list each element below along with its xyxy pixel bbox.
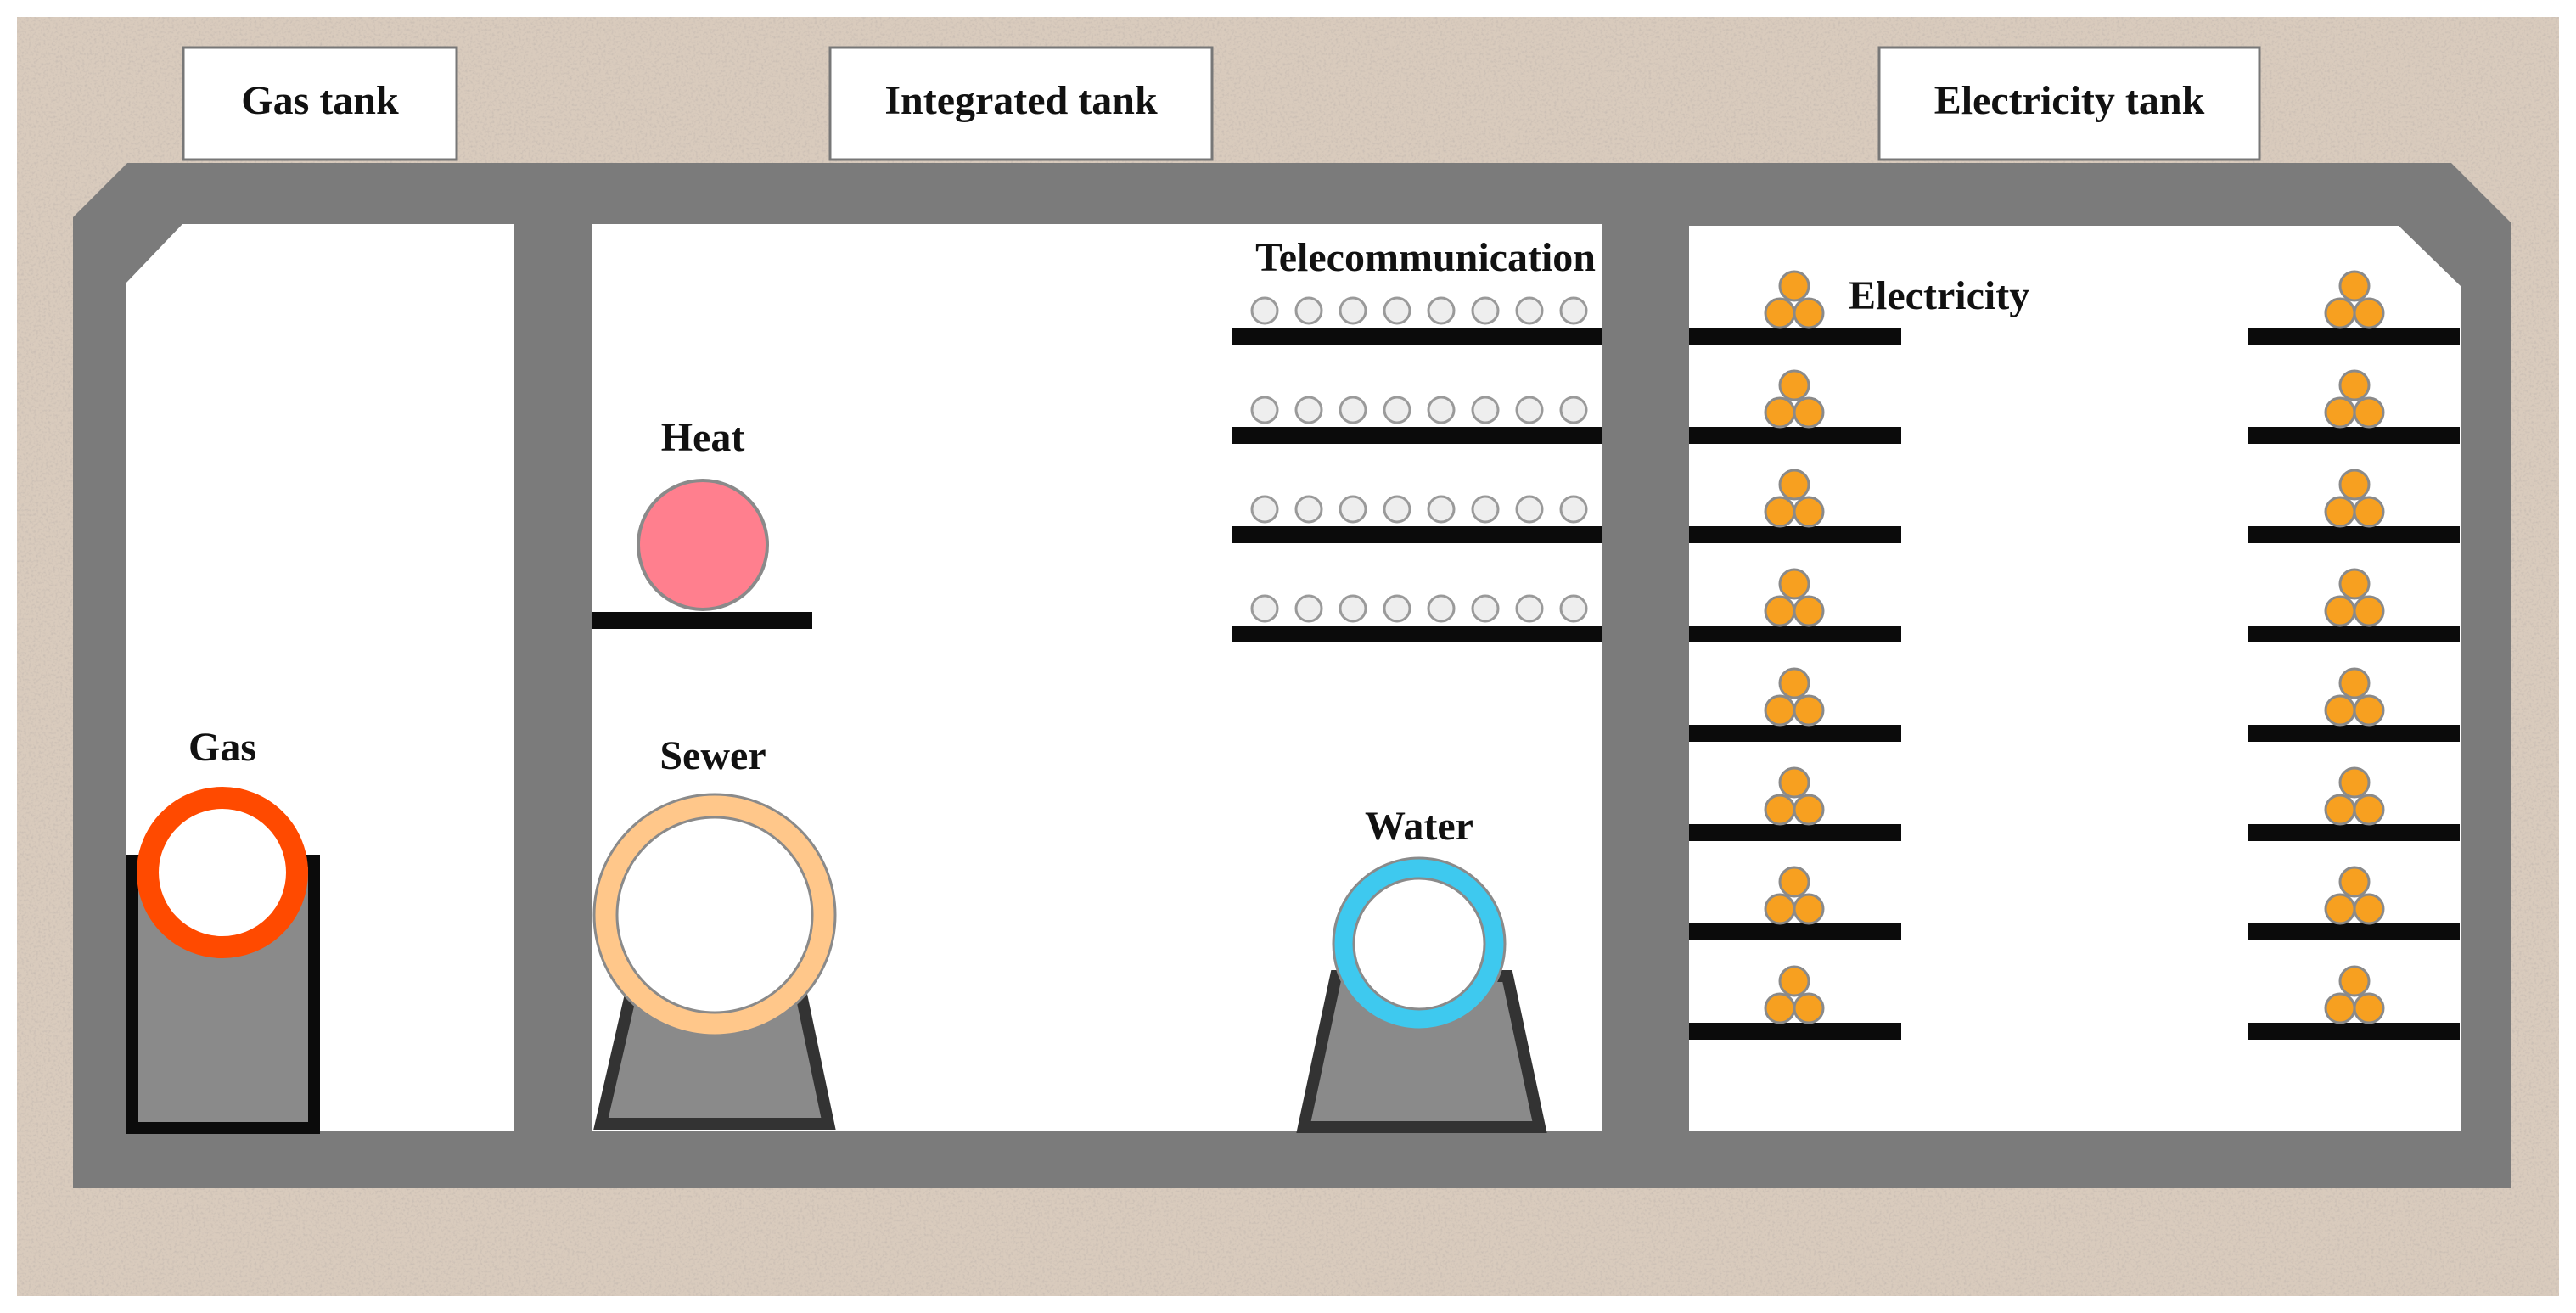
telecom-cable <box>1515 594 1544 623</box>
telecom-cable <box>1294 495 1323 524</box>
telecom-tray <box>1232 626 1602 642</box>
gas-tank-title: Gas tank <box>241 78 399 123</box>
electricity-tray-right <box>2248 1023 2460 1040</box>
telecom-cable <box>1427 594 1456 623</box>
telecom-cable <box>1250 296 1279 325</box>
heat-pipe-tray <box>592 612 812 629</box>
water-label: Water <box>1365 804 1473 849</box>
telecom-cable <box>1427 495 1456 524</box>
telecom-cable <box>1515 296 1544 325</box>
electricity-cable-bundle <box>1764 965 1825 1024</box>
electricity-tray-right <box>2248 427 2460 444</box>
electricity-tray-right <box>2248 626 2460 642</box>
telecom-cable <box>1383 594 1411 623</box>
telecom-cable <box>1250 396 1279 424</box>
electricity-tray-left <box>1689 824 1901 841</box>
electricity-tank-title-box: Electricity tank <box>1877 46 2261 161</box>
electricity-cable-bundle <box>1764 270 1825 329</box>
electricity-cable-bundle <box>2324 667 2385 727</box>
telecom-tray <box>1232 328 1602 345</box>
telecom-cable <box>1515 495 1544 524</box>
telecom-cable <box>1339 296 1367 325</box>
electricity-tank-title: Electricity tank <box>1934 78 2205 123</box>
gas-pipe <box>137 787 308 958</box>
telecom-cable <box>1471 594 1500 623</box>
telecom-cable <box>1339 594 1367 623</box>
telecom-cable <box>1383 396 1411 424</box>
electricity-cable-bundle <box>1764 667 1825 727</box>
electricity-tray-right <box>2248 725 2460 742</box>
telecom-cable <box>1559 396 1588 424</box>
electricity-tray-left <box>1689 725 1901 742</box>
sewer-label: Sewer <box>659 733 766 778</box>
telecom-cable <box>1339 495 1367 524</box>
sewer-pipe <box>595 795 834 1035</box>
electricity-tray-left <box>1689 923 1901 940</box>
electricity-cable-bundle <box>1764 866 1825 925</box>
sewer-pipe-outline <box>592 793 837 1037</box>
telecom-cable <box>1383 495 1411 524</box>
water-pipe-inner-outline <box>1352 877 1486 1011</box>
electricity-cable-bundle <box>2324 469 2385 528</box>
integrated-tank-title-box: Integrated tank <box>828 46 1214 161</box>
electricity-cable-bundle <box>2324 568 2385 627</box>
electricity-tank-interior <box>1689 226 2461 1131</box>
sewer-pipe-inner-outline <box>615 816 814 1014</box>
telecom-cable <box>1471 495 1500 524</box>
electricity-cable-bundle <box>1764 766 1825 826</box>
telecom-cable <box>1559 296 1588 325</box>
telecom-cable <box>1339 396 1367 424</box>
telecom-cable <box>1383 296 1411 325</box>
gas-label: Gas <box>188 725 256 770</box>
telecom-tray <box>1232 526 1602 543</box>
telecom-tray <box>1232 427 1602 444</box>
water-pipe-outline <box>1332 856 1507 1031</box>
telecom-cable <box>1559 495 1588 524</box>
telecom-label: Telecommunication <box>1255 235 1596 280</box>
heat-pipe <box>637 479 769 611</box>
integrated-tank-title: Integrated tank <box>884 78 1158 123</box>
electricity-cable-bundle <box>1764 568 1825 627</box>
electricity-cable-bundle <box>2324 766 2385 826</box>
electricity-cable-bundle <box>1764 469 1825 528</box>
electricity-cable-bundle <box>1764 369 1825 429</box>
telecom-cable <box>1294 396 1323 424</box>
electricity-tray-left <box>1689 626 1901 642</box>
water-pipe <box>1333 858 1505 1030</box>
electricity-cable-bundle <box>2324 866 2385 925</box>
electricity-cable-bundle <box>2324 965 2385 1024</box>
electricity-tray-left <box>1689 427 1901 444</box>
electricity-tray-left <box>1689 328 1901 345</box>
telecom-cable <box>1559 594 1588 623</box>
telecom-cable <box>1471 296 1500 325</box>
electricity-tray-right <box>2248 328 2460 345</box>
heat-label: Heat <box>661 415 745 460</box>
electricity-tray-right <box>2248 923 2460 940</box>
gas-tank-title-box: Gas tank <box>182 46 458 161</box>
electricity-label: Electricity <box>1849 273 2029 318</box>
telecom-cable <box>1427 296 1456 325</box>
telecom-cable <box>1471 396 1500 424</box>
electricity-cable-trays <box>1689 270 2460 1040</box>
electricity-tray-right <box>2248 526 2460 543</box>
telecom-cable-trays <box>1232 296 1602 642</box>
electricity-tray-left <box>1689 526 1901 543</box>
electricity-cable-bundle <box>2324 369 2385 429</box>
telecom-cable <box>1294 594 1323 623</box>
telecom-cable <box>1427 396 1456 424</box>
telecom-cable <box>1250 594 1279 623</box>
electricity-tray-right <box>2248 824 2460 841</box>
electricity-cable-bundle <box>2324 270 2385 329</box>
telecom-cable <box>1294 296 1323 325</box>
electricity-tray-left <box>1689 1023 1901 1040</box>
telecom-cable <box>1250 495 1279 524</box>
telecom-cable <box>1515 396 1544 424</box>
